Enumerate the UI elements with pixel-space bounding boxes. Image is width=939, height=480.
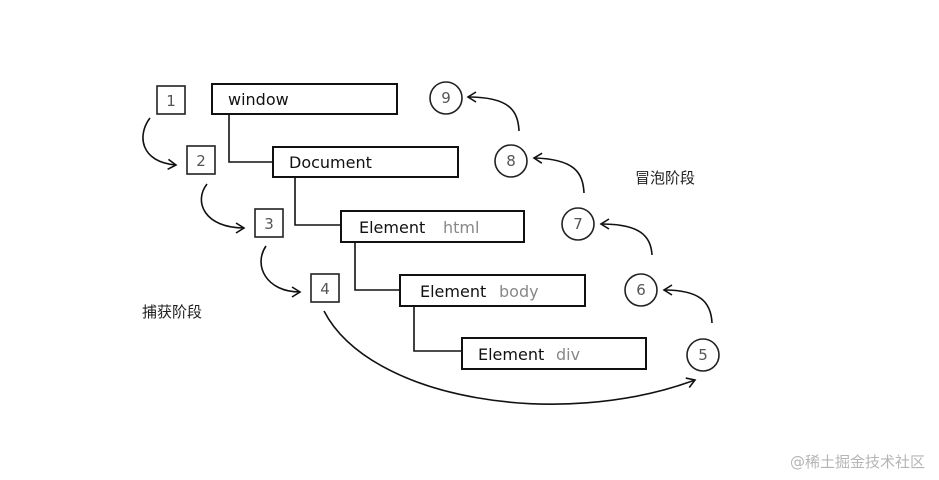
arrow-bubble-7-8 bbox=[532, 152, 585, 194]
bubble-step-9-label: 9 bbox=[441, 89, 451, 107]
capture-phase-label: 捕获阶段 bbox=[142, 303, 202, 321]
capture-step-2-label: 2 bbox=[196, 152, 206, 170]
node-body-tag: body bbox=[499, 282, 539, 301]
bubble-step-8-circle bbox=[494, 144, 528, 178]
arrow-capture-4-5 bbox=[323, 310, 697, 405]
bubble-step-7-circle bbox=[561, 207, 595, 241]
node-document-label: Document bbox=[289, 153, 372, 172]
bubble-steps: 5 6 7 8 9 bbox=[429, 81, 720, 372]
node-html: Element html bbox=[340, 210, 525, 243]
node-window-box bbox=[211, 83, 398, 115]
node-div-tag: div bbox=[556, 345, 580, 364]
node-html-tag: html bbox=[443, 218, 479, 237]
capture-step-4-box bbox=[310, 273, 340, 303]
node-body-box bbox=[399, 274, 586, 307]
capture-flow-arrows bbox=[142, 117, 697, 405]
arrow-capture-2-3 bbox=[200, 183, 246, 234]
arrow-bubble-6-7 bbox=[599, 218, 653, 256]
connector-document-html bbox=[294, 177, 341, 226]
node-div: Element div bbox=[461, 337, 647, 370]
arrow-capture-3-4 bbox=[260, 245, 302, 298]
bubble-step-6-label: 6 bbox=[636, 281, 646, 299]
connector-body-div bbox=[413, 306, 462, 352]
watermark: @稀土掘金技术社区 bbox=[790, 453, 925, 471]
node-html-box bbox=[340, 210, 525, 243]
arrow-bubble-8-9 bbox=[466, 91, 520, 132]
arrow-bubble-5-6 bbox=[662, 284, 713, 324]
node-body: Element body bbox=[399, 274, 586, 307]
bubble-step-5-label: 5 bbox=[698, 346, 708, 364]
bubble-step-5-circle bbox=[686, 338, 720, 372]
tree-connectors bbox=[228, 114, 462, 352]
bubble-step-6-circle bbox=[624, 273, 658, 307]
arrow-capture-1-2 bbox=[142, 117, 178, 171]
capture-step-4-label: 4 bbox=[320, 280, 330, 298]
node-document: Document bbox=[272, 146, 459, 178]
node-document-box bbox=[272, 146, 459, 178]
bubble-step-9-circle bbox=[429, 81, 463, 115]
capture-step-3-box bbox=[254, 208, 284, 238]
capture-step-3-label: 3 bbox=[264, 215, 274, 233]
bubble-flow-arrows bbox=[466, 91, 713, 324]
capture-step-2-box bbox=[186, 145, 216, 175]
connector-window-document bbox=[228, 114, 273, 163]
node-body-label: Element bbox=[420, 282, 486, 301]
node-html-label: Element bbox=[359, 218, 425, 237]
connector-html-body bbox=[354, 242, 400, 291]
bubble-step-7-label: 7 bbox=[573, 215, 583, 233]
bubble-step-8-label: 8 bbox=[506, 152, 516, 170]
node-window-label: window bbox=[228, 90, 289, 109]
node-div-box bbox=[461, 337, 647, 370]
node-window: window bbox=[211, 83, 398, 115]
capture-step-1-box bbox=[156, 85, 186, 115]
bubble-phase-label: 冒泡阶段 bbox=[635, 169, 695, 187]
node-div-label: Element bbox=[478, 345, 544, 364]
capture-steps: 1 2 3 4 bbox=[156, 85, 340, 303]
capture-step-1-label: 1 bbox=[166, 92, 176, 110]
